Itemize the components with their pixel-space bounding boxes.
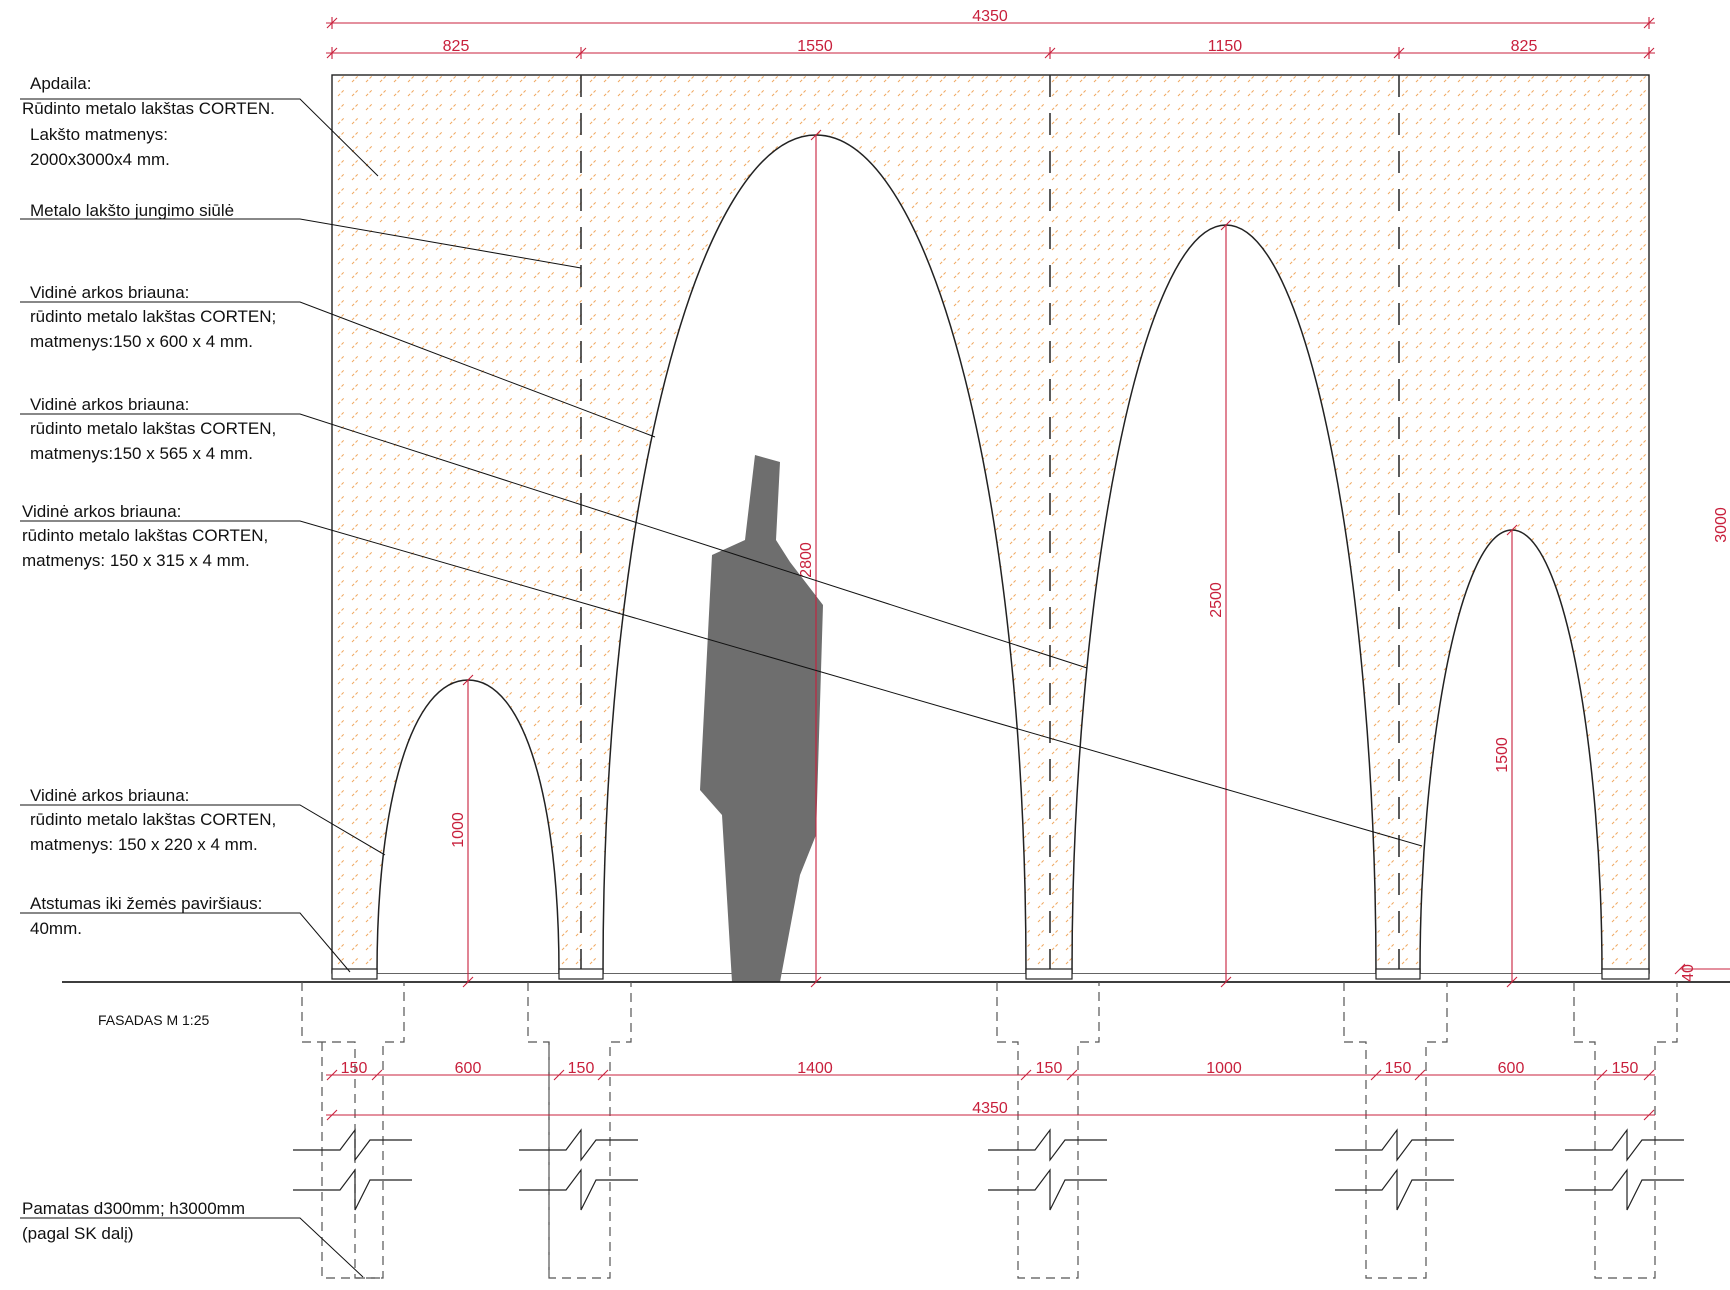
bottom-dimensions xyxy=(326,1069,1655,1121)
dim-bottom-seg-6: 1000 xyxy=(1206,1060,1242,1077)
foundations xyxy=(301,982,1678,1279)
dim-ground-gap: 40 xyxy=(1680,964,1697,982)
annotation-edge-3: Vidinė arkos briauna: rūdinto metalo lak… xyxy=(22,502,268,570)
dim-bottom-seg-5: 150 xyxy=(1036,1060,1063,1077)
edge1-title: Vidinė arkos briauna: xyxy=(30,283,189,302)
annotation-edge-2: Vidinė arkos briauna: rūdinto metalo lak… xyxy=(30,395,276,463)
drawing-title: FASADAS M 1:25 xyxy=(98,1012,209,1028)
dim-bottom-seg-8: 600 xyxy=(1498,1060,1525,1077)
edge3-line2: rūdinto metalo lakštas CORTEN, xyxy=(22,526,268,545)
dim-top-total: 4350 xyxy=(972,8,1008,25)
dim-top-seg-3: 1150 xyxy=(1208,38,1243,55)
foundation-line1: Pamatas d300mm; h3000mm xyxy=(22,1199,245,1218)
finish-title: Apdaila: xyxy=(30,74,91,93)
dim-bottom-total: 4350 xyxy=(972,1100,1008,1117)
arch-height-lines xyxy=(462,129,1518,988)
annotation-foundation: Pamatas d300mm; h3000mm (pagal SK dalį) xyxy=(22,1199,245,1243)
seam-label: Metalo lakšto jungimo siūlė xyxy=(30,201,234,220)
dim-bottom-seg-1: 150 xyxy=(341,1060,368,1077)
edge2-line2: rūdinto metalo lakštas CORTEN, xyxy=(30,419,276,438)
dim-top-seg-4: 825 xyxy=(1511,38,1538,55)
human-figure xyxy=(700,455,823,982)
edge4-title: Vidinė arkos briauna: xyxy=(30,786,189,805)
dim-arch-1: 1000 xyxy=(450,812,467,848)
dim-bottom-seg-2: 600 xyxy=(455,1060,482,1077)
edge3-title: Vidinė arkos briauna: xyxy=(22,502,181,521)
foundation-breaks xyxy=(293,1128,1684,1211)
finish-line2: Rūdinto metalo lakštas CORTEN. xyxy=(22,99,275,118)
annotation-finish: Apdaila: Rūdinto metalo lakštas CORTEN. … xyxy=(22,74,275,169)
dim-bottom-seg-7: 150 xyxy=(1385,1060,1412,1077)
ground-title: Atstumas iki žemės paviršiaus: xyxy=(30,894,262,913)
edge4-line3: matmenys: 150 x 220 x 4 mm. xyxy=(30,835,258,854)
base-plates xyxy=(331,968,1650,980)
edge4-line2: rūdinto metalo lakštas CORTEN, xyxy=(30,810,276,829)
dim-bottom-seg-4: 1400 xyxy=(797,1060,833,1077)
dim-arch-4: 1500 xyxy=(1494,737,1511,773)
annotation-edge-1: Vidinė arkos briauna: rūdinto metalo lak… xyxy=(30,283,276,351)
edge3-line3: matmenys: 150 x 315 x 4 mm. xyxy=(22,551,250,570)
annotation-ground: Atstumas iki žemės paviršiaus: 40mm. xyxy=(30,894,262,938)
edge2-title: Vidinė arkos briauna: xyxy=(30,395,189,414)
dim-bottom-seg-9: 150 xyxy=(1612,1060,1639,1077)
dim-arch-3: 2500 xyxy=(1208,582,1225,618)
dim-overall-height: 3000 xyxy=(1713,507,1730,543)
dim-top-seg-1: 825 xyxy=(443,38,470,55)
arches xyxy=(376,134,1603,974)
finish-line4: 2000x3000x4 mm. xyxy=(30,150,170,169)
leader-lines xyxy=(20,98,1423,1278)
foundation-line2: (pagal SK dalį) xyxy=(22,1224,134,1243)
top-dimensions xyxy=(326,17,1655,59)
dim-arch-2: 2800 xyxy=(798,542,815,578)
edge1-line2: rūdinto metalo lakštas CORTEN; xyxy=(30,307,276,326)
ground-gap-dim xyxy=(1674,963,1730,975)
annotation-edge-4: Vidinė arkos briauna: rūdinto metalo lak… xyxy=(30,786,276,854)
edge1-line3: matmenys:150 x 600 x 4 mm. xyxy=(30,332,253,351)
dim-bottom-seg-3: 150 xyxy=(568,1060,595,1077)
finish-line3: Lakšto matmenys: xyxy=(30,125,168,144)
edge2-line3: matmenys:150 x 565 x 4 mm. xyxy=(30,444,253,463)
dim-top-seg-2: 1550 xyxy=(797,38,833,55)
ground-line2: 40mm. xyxy=(30,919,82,938)
